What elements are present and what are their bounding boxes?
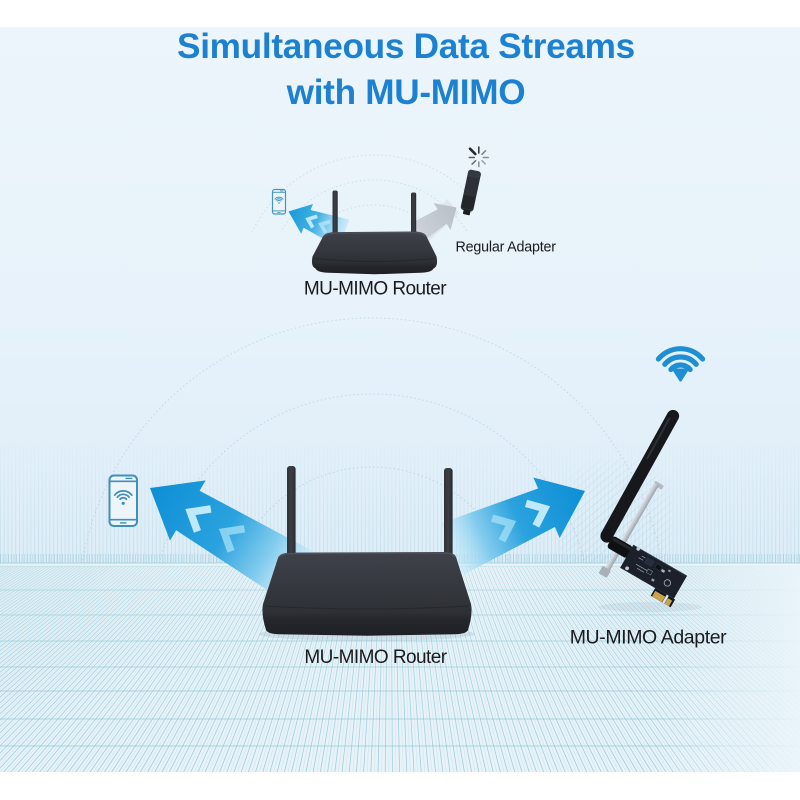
svg-text:MU-MIMO Adapter: MU-MIMO Adapter [570,627,727,649]
svg-text:with MU-MIMO: with MU-MIMO [286,73,526,112]
svg-text:Simultaneous Data Streams: Simultaneous Data Streams [177,27,635,66]
svg-text:MU-MIMO Router: MU-MIMO Router [304,647,447,668]
svg-text:Regular Adapter: Regular Adapter [456,240,557,256]
svg-text:MU-MIMO Router: MU-MIMO Router [304,279,447,300]
